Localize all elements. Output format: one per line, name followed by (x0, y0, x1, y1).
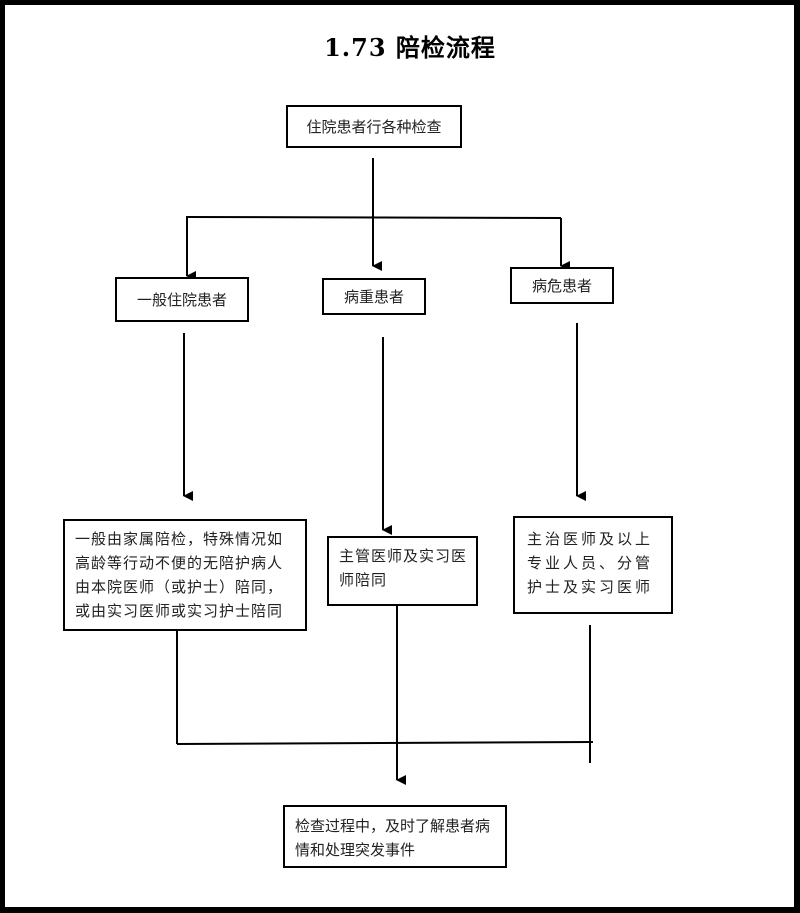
start-node-label: 住院患者行各种检查 (306, 117, 442, 136)
category-label-serious: 病重患者 (343, 287, 404, 306)
end-node-label: 检查过程中，及时了解患者病情和处理突发事件 (295, 817, 491, 859)
category-node-critical: 病危患者 (510, 267, 614, 304)
escort-node-general: 一般由家属陪检，特殊情况如高龄等行动不便的无陪护病人由本院医师（或护士）陪同，或… (63, 519, 307, 631)
category-label-critical: 病危患者 (531, 276, 592, 295)
escort-text-critical: 主治医师及以上专业人员、分管护士及实习医师 (527, 530, 654, 596)
escort-text-serious: 主管医师及实习医师陪同 (339, 547, 468, 589)
connector-split-horizontal (185, 216, 562, 219)
escort-text-general: 一般由家属陪检，特殊情况如高龄等行动不便的无陪护病人由本院医师（或护士）陪同，或… (75, 530, 284, 620)
escort-node-serious: 主管医师及实习医师陪同 (327, 536, 478, 606)
category-node-serious: 病重患者 (322, 278, 426, 315)
connector-merge-horizontal (176, 741, 594, 745)
escort-node-critical: 主治医师及以上专业人员、分管护士及实习医师 (513, 516, 673, 614)
category-label-general: 一般住院患者 (136, 290, 227, 309)
page-title: 1.73 陪检流程 (324, 33, 496, 62)
end-node: 检查过程中，及时了解患者病情和处理突发事件 (283, 805, 507, 868)
category-node-general: 一般住院患者 (115, 277, 249, 322)
start-node: 住院患者行各种检查 (286, 105, 462, 148)
